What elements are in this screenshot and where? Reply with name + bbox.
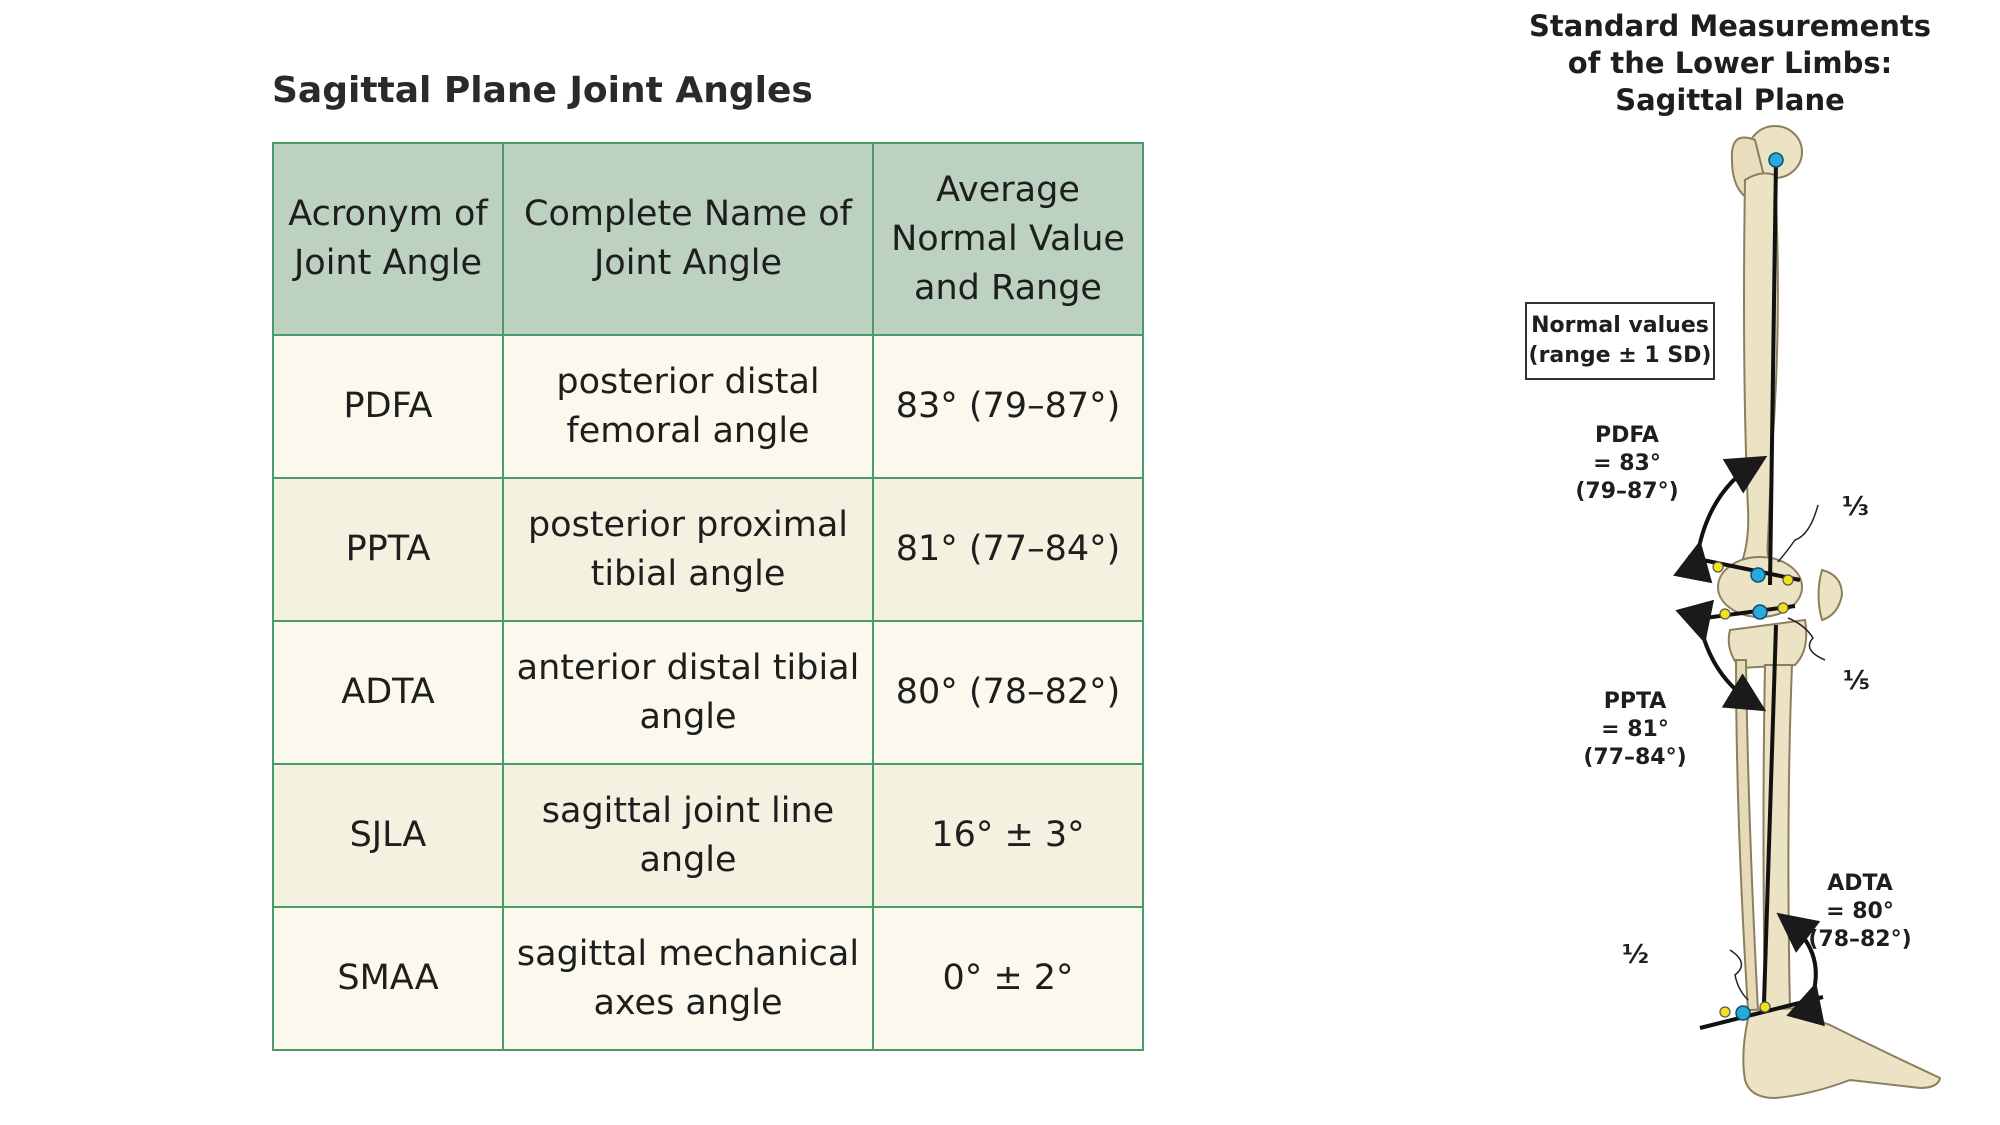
table-row: PPTA posterior proximal tibial angle 81°…: [272, 477, 1144, 622]
foot: [1742, 1006, 1942, 1100]
table-row: SMAA sagittal mechanical axes angle 0° ±…: [272, 906, 1144, 1051]
value-cell: 16° ± 3°: [872, 763, 1144, 908]
table-row: ADTA anterior distal tibial angle 80° (7…: [272, 620, 1144, 765]
pdfa-range: (79–87°): [1575, 479, 1679, 504]
acronym-cell: SMAA: [272, 906, 504, 1051]
value-cell: 83° (79–87°): [872, 334, 1144, 479]
adta-range: (78–82°): [1808, 927, 1912, 952]
name-cell: posterior proximal tibial angle: [502, 477, 874, 622]
ppta-range: (77–84°): [1583, 745, 1687, 770]
ankle-center-point: [1735, 1005, 1751, 1021]
ppta-arrow: [1675, 599, 1767, 712]
acronym-cell: PPTA: [272, 477, 504, 622]
value-cell: 80° (78–82°): [872, 620, 1144, 765]
legend-line: Normal values: [1531, 313, 1709, 338]
patella: [1817, 568, 1844, 622]
adta-value: = 80°: [1826, 899, 1894, 924]
header-complete-name: Complete Name of Joint Angle: [502, 142, 874, 336]
tibia-posterior-point: [1719, 608, 1731, 620]
name-cell: sagittal mechanical axes angle: [502, 906, 874, 1051]
pdfa-arrow: [1673, 455, 1768, 584]
tibial-axis-line: [1762, 624, 1778, 1004]
table-row: SJLA sagittal joint line angle 16° ± 3°: [272, 763, 1144, 908]
ppta-annotation: PPTA = 81° (77–84°): [1570, 688, 1700, 772]
figure-title-line: of the Lower Limbs:: [1567, 46, 1893, 80]
hip-center-point: [1768, 152, 1784, 168]
acronym-cell: SJLA: [272, 763, 504, 908]
value-cell: 81° (77–84°): [872, 477, 1144, 622]
pdfa-label: PDFA: [1595, 423, 1659, 448]
adta-annotation: ADTA = 80° (78–82°): [1795, 870, 1925, 954]
acronym-cell: ADTA: [272, 620, 504, 765]
acronym-cell: PDFA: [272, 334, 504, 479]
figure-title-line: Sagittal Plane: [1615, 83, 1845, 117]
value-cell: 0° ± 2°: [872, 906, 1144, 1051]
figure-title: Standard Measurements of the Lower Limbs…: [1500, 8, 1960, 119]
one-third-label: ⅓: [1842, 492, 1869, 522]
header-normal-value: Average Normal Value and Range: [872, 142, 1144, 336]
name-cell: posterior distal femoral angle: [502, 334, 874, 479]
lower-limb-illustration: [1673, 125, 1942, 1100]
table-title: Sagittal Plane Joint Angles: [272, 70, 813, 111]
ankle-anterior-point: [1759, 1001, 1771, 1013]
name-cell: sagittal joint line angle: [502, 763, 874, 908]
figure-title-line: Standard Measurements: [1528, 9, 1932, 43]
legend-line: (range ± 1 SD): [1528, 343, 1712, 368]
ppta-value: = 81°: [1601, 717, 1669, 742]
one-fifth-label: ⅕: [1843, 666, 1870, 696]
ppta-label: PPTA: [1603, 689, 1667, 714]
tibia-anterior-point: [1777, 602, 1789, 614]
adta-arrow: [1776, 912, 1825, 1027]
one-half-label: ½: [1622, 940, 1649, 970]
femur-anterior-point: [1782, 574, 1794, 586]
mechanical-axis-line: [1768, 159, 1778, 586]
knee-center-point: [1750, 567, 1766, 583]
adta-label: ADTA: [1827, 871, 1893, 896]
third-leader: [1777, 504, 1819, 563]
table-row: PDFA posterior distal femoral angle 83° …: [272, 334, 1144, 479]
pdfa-value: = 83°: [1593, 451, 1661, 476]
normal-values-legend: Normal values (range ± 1 SD): [1525, 302, 1715, 380]
pdfa-annotation: PDFA = 83° (79–87°): [1562, 422, 1692, 506]
tibia-center-point: [1752, 604, 1768, 620]
ankle-posterior-point: [1719, 1006, 1731, 1018]
fifth-leader: [1787, 617, 1826, 661]
half-leader: [1729, 949, 1749, 1001]
joint-angles-table: Acronym of Joint Angle Complete Name of …: [272, 142, 1144, 1051]
femur-posterior-point: [1712, 561, 1724, 573]
table-header-row: Acronym of Joint Angle Complete Name of …: [272, 142, 1144, 336]
header-acronym: Acronym of Joint Angle: [272, 142, 504, 336]
name-cell: anterior distal tibial angle: [502, 620, 874, 765]
